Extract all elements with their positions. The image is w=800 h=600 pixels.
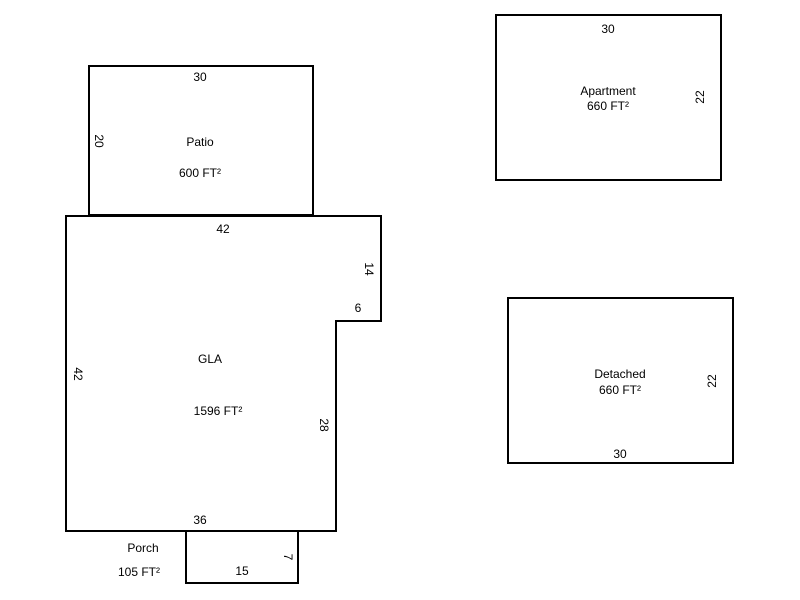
apartment-outline <box>495 14 722 181</box>
apartment-top-dimension: 30 <box>601 22 615 36</box>
apartment-area: 30 Apartment 660 FT² 22 <box>495 14 722 181</box>
gla-area: 42 42 14 6 28 36 GLA 1596 FT² <box>65 215 382 532</box>
gla-label: GLA <box>198 352 222 366</box>
detached-bottom-dimension: 30 <box>613 447 627 461</box>
detached-right-dimension: 22 <box>705 374 719 388</box>
detached-label: Detached <box>594 367 645 381</box>
patio-area-label: 600 FT² <box>179 166 221 180</box>
apartment-right-dimension: 22 <box>693 90 707 104</box>
porch-outline <box>185 530 299 584</box>
gla-bottom-dimension: 36 <box>193 513 207 527</box>
patio-label: Patio <box>186 135 214 149</box>
porch-bottom-dimension: 15 <box>235 564 249 578</box>
apartment-label: Apartment <box>580 84 636 98</box>
gla-area-label: 1596 FT² <box>194 404 243 418</box>
detached-outline <box>507 297 734 464</box>
gla-top-dimension: 42 <box>216 222 230 236</box>
patio-top-dimension: 30 <box>193 70 207 84</box>
detached-area-label: 660 FT² <box>599 383 641 397</box>
patio-area: 30 20 Patio 600 FT² <box>88 65 314 216</box>
porch-area-label: 105 FT² <box>118 565 160 579</box>
gla-left-dimension: 42 <box>71 367 85 381</box>
patio-left-dimension: 20 <box>92 134 106 148</box>
detached-area: Detached 660 FT² 30 22 <box>507 297 734 464</box>
porch-label: Porch <box>127 541 158 555</box>
apartment-area-label: 660 FT² <box>587 99 629 113</box>
porch-area: Porch 105 FT² 15 7 <box>118 530 299 584</box>
gla-step-dimension: 6 <box>355 301 362 315</box>
gla-right-upper-dimension: 14 <box>362 262 376 276</box>
gla-outline <box>65 215 382 532</box>
porch-right-dimension: 7 <box>281 554 295 561</box>
gla-right-lower-dimension: 28 <box>317 418 331 432</box>
